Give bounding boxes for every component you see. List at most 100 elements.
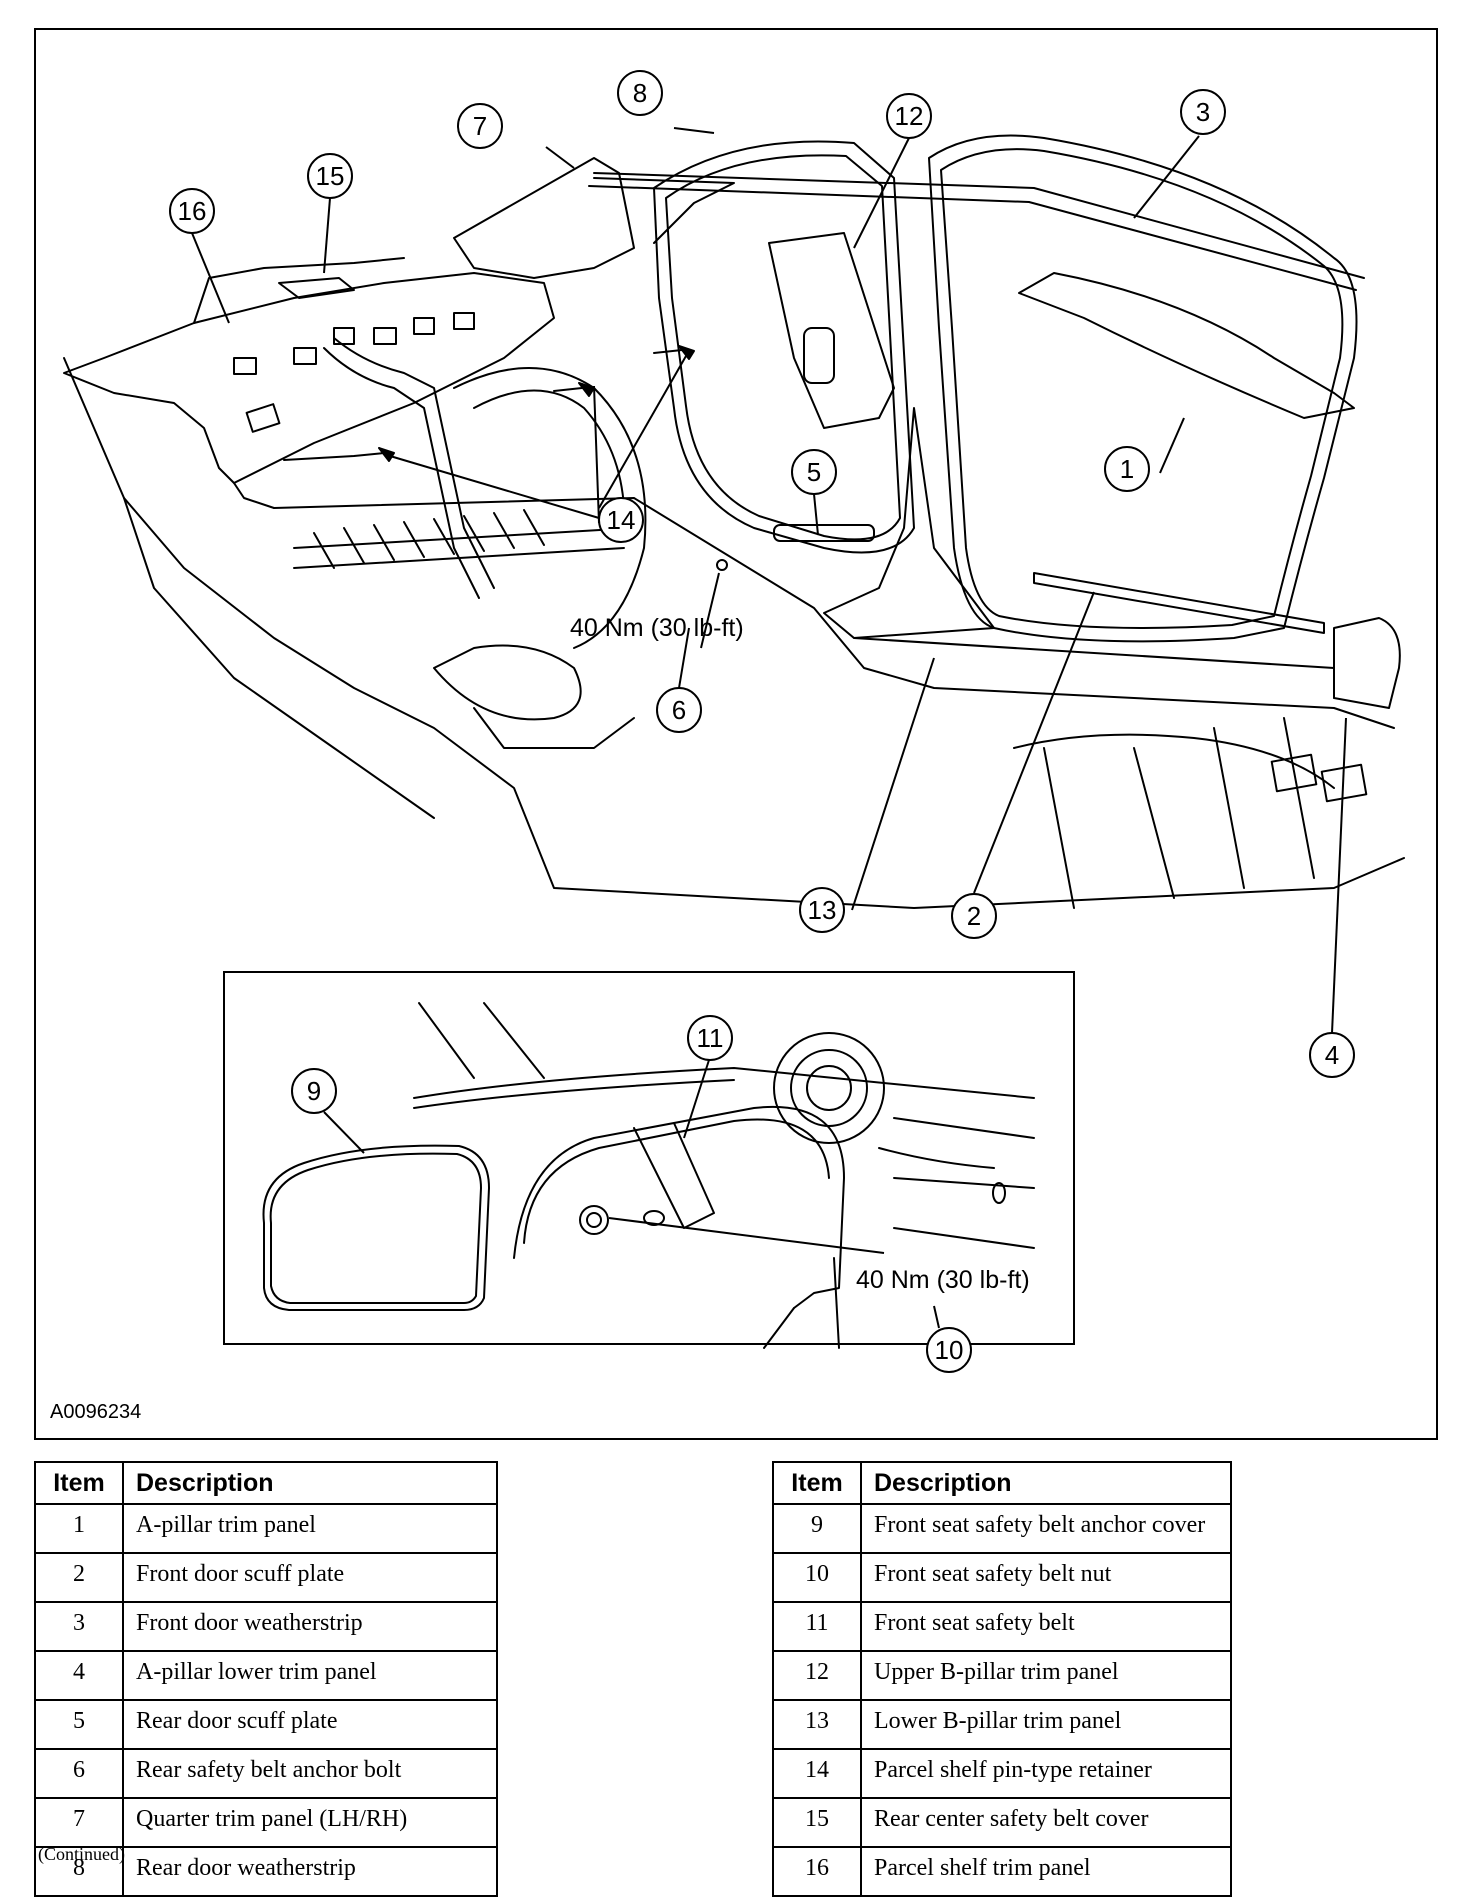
callout-2-label: 2	[967, 901, 981, 931]
a-pillar-trim-panel-shape	[1018, 272, 1355, 419]
quarter-trim-panel-shape	[453, 157, 635, 279]
callout-8: 8	[617, 70, 663, 116]
legend-item-description: A-pillar lower trim panel	[122, 1650, 498, 1701]
rear-door-scuff-plate-shape	[773, 524, 875, 542]
callout-8-label: 8	[633, 78, 647, 108]
inset-detail-view	[223, 971, 1075, 1349]
callout-9-label: 9	[307, 1076, 321, 1106]
callout-7-label: 7	[473, 111, 487, 141]
legend-header-description: Description	[122, 1461, 498, 1505]
callout-16-label: 16	[178, 196, 207, 226]
callout-9: 9	[291, 1068, 337, 1114]
leader-lines	[191, 127, 1347, 1034]
legend-item-description: Front door scuff plate	[122, 1552, 498, 1603]
front-seat-belt-anchor-cover-shape	[262, 1144, 490, 1311]
figure-id: A0096234	[50, 1401, 141, 1423]
legend-item-description: Front seat safety belt anchor cover	[860, 1503, 1232, 1554]
callout-14: 14	[598, 497, 644, 543]
callout-3: 3	[1180, 89, 1226, 135]
legend-item-number: 12	[772, 1650, 862, 1701]
callout-15-label: 15	[316, 161, 345, 191]
legend-item-number: 5	[34, 1699, 124, 1750]
callout-11-label: 11	[697, 1023, 724, 1053]
callouts: 1 2 3 4 5 6 7 8 9 10 11 12 13 14 15	[169, 70, 1355, 1373]
legend-item-number: 14	[772, 1748, 862, 1799]
front-seat-belt-nut-shape	[579, 1205, 609, 1235]
callout-4-label: 4	[1325, 1040, 1339, 1070]
callout-13-label: 13	[808, 895, 837, 925]
callout-2: 2	[951, 893, 997, 939]
legend-item-number: 1	[34, 1503, 124, 1554]
callout-3-label: 3	[1196, 97, 1210, 127]
callout-6-label: 6	[672, 695, 686, 725]
legend-item-number: 7	[34, 1797, 124, 1848]
legend-item-description: Front seat safety belt nut	[860, 1552, 1232, 1603]
legend-item-number: 11	[772, 1601, 862, 1652]
rear-center-belt-cover-shape	[278, 277, 355, 299]
legend-header-item: Item	[772, 1461, 862, 1505]
legend-item-description: Rear door scuff plate	[122, 1699, 498, 1750]
callout-1: 1	[1104, 446, 1150, 492]
legend-header-row: Item Description	[772, 1461, 1232, 1505]
callout-12-label: 12	[895, 101, 924, 131]
vehicle-interior-line-art	[63, 134, 1405, 909]
front-door-weatherstrip-shape	[928, 134, 1358, 643]
callout-7: 7	[457, 103, 503, 149]
callout-12: 12	[886, 93, 932, 139]
legend-item-description: Rear safety belt anchor bolt	[122, 1748, 498, 1799]
parcel-shelf-trim-panel-shape	[63, 272, 555, 484]
callout-10: 10	[926, 1327, 972, 1373]
legend-item-number: 6	[34, 1748, 124, 1799]
callout-5: 5	[791, 449, 837, 495]
callout-5-label: 5	[807, 457, 821, 487]
upper-b-pillar-trim-panel-shape	[768, 232, 895, 429]
legend-header-item: Item	[34, 1461, 124, 1505]
legend-item-number: 13	[772, 1699, 862, 1750]
legend-item-number: 16	[772, 1846, 862, 1897]
legend-item-description: Quarter trim panel (LH/RH)	[122, 1797, 498, 1848]
front-door-scuff-plate-shape	[1033, 572, 1325, 634]
legend-item-number: 2	[34, 1552, 124, 1603]
callout-14-label: 14	[607, 505, 636, 535]
legend-header-description: Description	[860, 1461, 1232, 1505]
a-pillar-lower-trim-panel-shape	[1333, 617, 1401, 709]
legend-item-number: 3	[34, 1601, 124, 1652]
legend-item-description: Front door weatherstrip	[122, 1601, 498, 1652]
legend-item-description: Lower B-pillar trim panel	[860, 1699, 1232, 1750]
legend-item-number: 9	[772, 1503, 862, 1554]
legend-item-description: Front seat safety belt	[860, 1601, 1232, 1652]
callout-4: 4	[1309, 1032, 1355, 1078]
legend-item-description: A-pillar trim panel	[122, 1503, 498, 1554]
callout-15: 15	[307, 153, 353, 199]
legend-item-number: 10	[772, 1552, 862, 1603]
exploded-view-diagram: 1 2 3 4 5 6 7 8 9 10 11 12 13 14 15	[34, 28, 1438, 1440]
callout-11: 11	[687, 1015, 733, 1061]
torque-label-rear-anchor-bolt: 40 Nm (30 lb-ft)	[570, 614, 744, 642]
legend-item-description: Rear door weatherstrip	[122, 1846, 498, 1897]
legend-item-description: Parcel shelf trim panel	[860, 1846, 1232, 1897]
rear-door-weatherstrip-shape	[653, 140, 915, 554]
callout-6: 6	[656, 687, 702, 733]
callout-10-label: 10	[935, 1335, 964, 1365]
legend-item-description: Rear center safety belt cover	[860, 1797, 1232, 1848]
callout-16: 16	[169, 188, 215, 234]
legend-item-description: Upper B-pillar trim panel	[860, 1650, 1232, 1701]
legend-item-description: Parcel shelf pin-type retainer	[860, 1748, 1232, 1799]
callout-1-label: 1	[1120, 454, 1134, 484]
